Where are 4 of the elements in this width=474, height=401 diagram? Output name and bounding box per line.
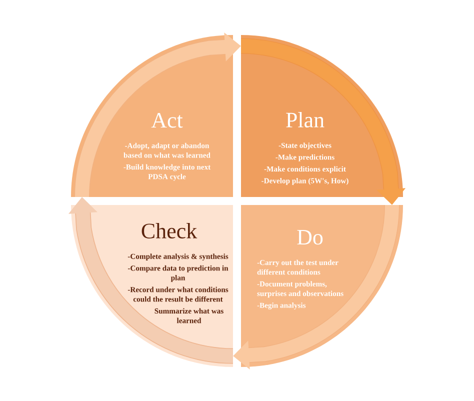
heading: Do — [297, 230, 323, 245]
heading: Act — [151, 113, 183, 128]
heading: Plan — [286, 112, 324, 128]
heading: Check — [142, 223, 198, 238]
